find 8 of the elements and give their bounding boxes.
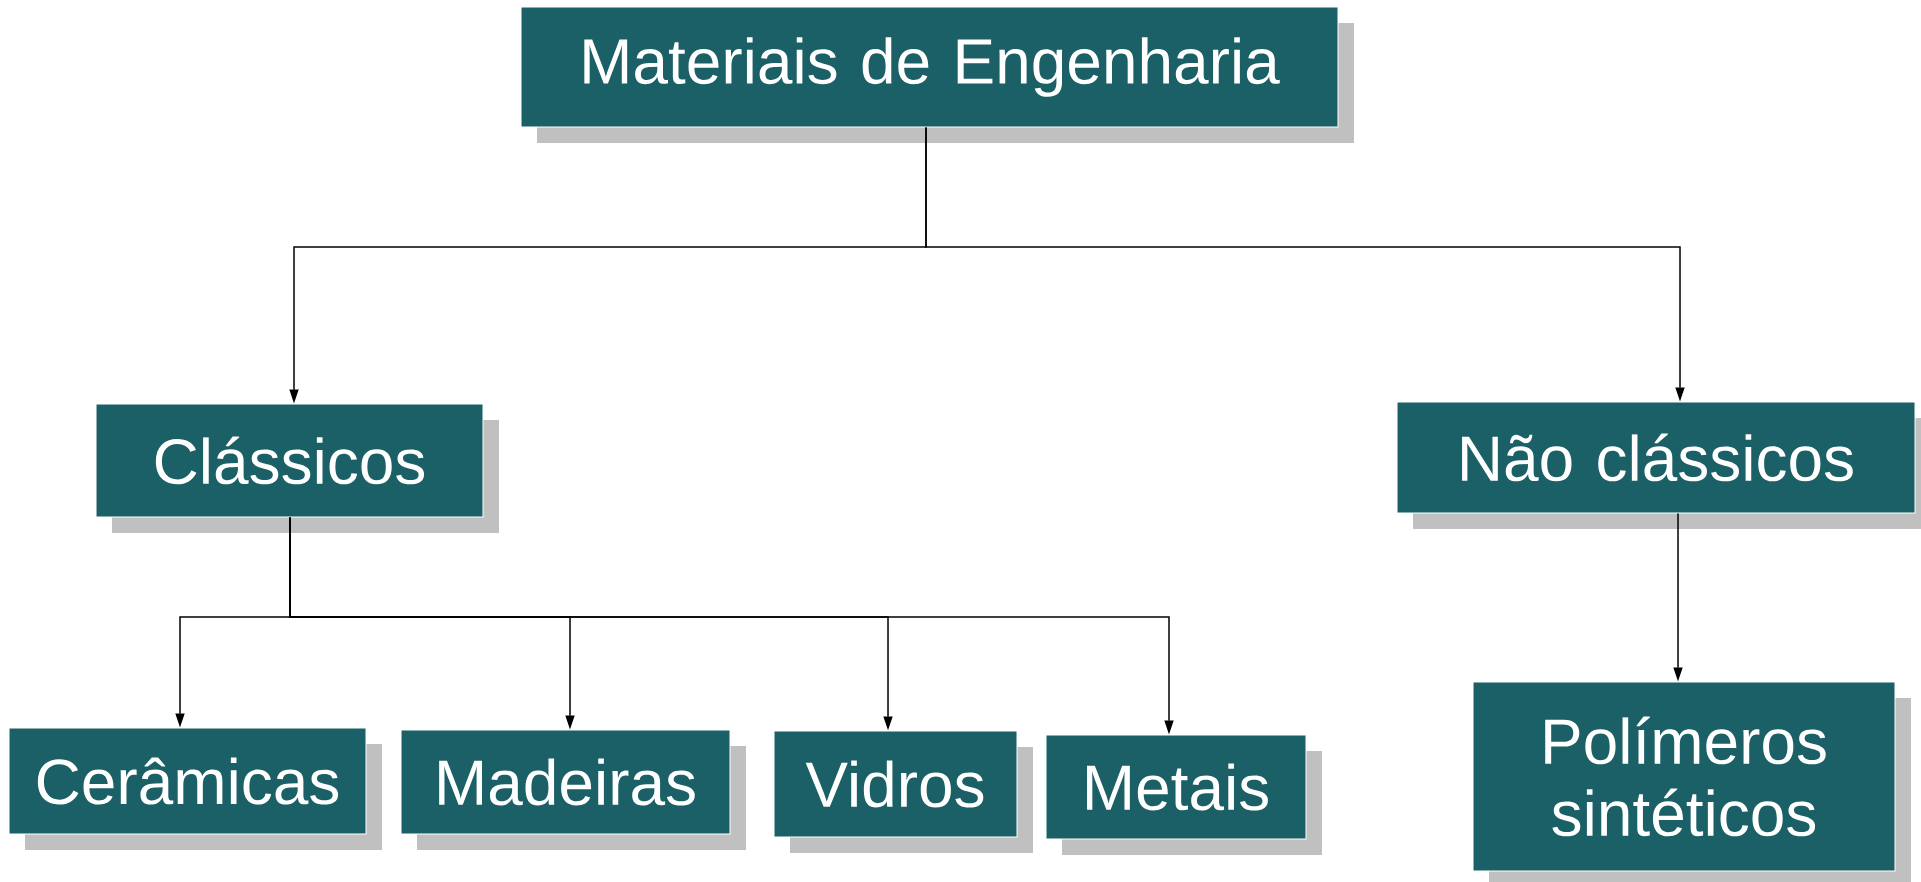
- category-box: Não clássicos: [1396, 401, 1921, 529]
- category-box: Metais: [1045, 734, 1322, 855]
- category-box: Vidros: [773, 730, 1033, 853]
- category-box: Cerâmicas: [8, 727, 382, 850]
- category-box: Madeiras: [400, 729, 746, 850]
- category-box: Clássicos: [95, 403, 499, 533]
- category-box: Polímeros sintéticos: [1472, 681, 1911, 882]
- category-box: Materiais de Engenharia: [520, 6, 1354, 143]
